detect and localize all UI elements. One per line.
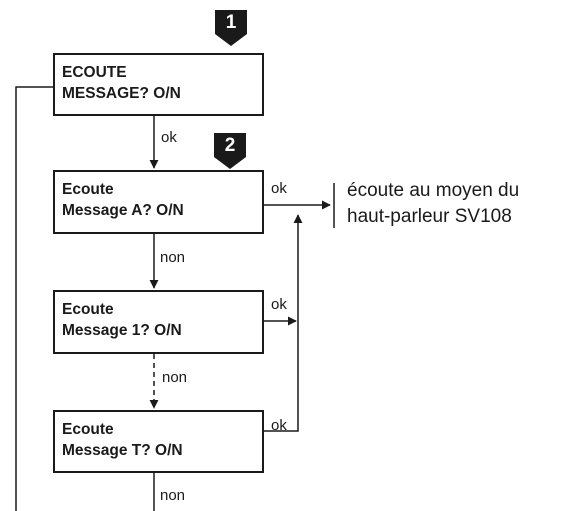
box-message-a: Ecoute Message A? O/N [53,170,264,234]
box-3-line2: Message 1? O/N [62,322,182,339]
box-4-line1: Ecoute [62,421,114,438]
result-line2: haut-parleur SV108 [347,206,512,227]
box-ecoute-message: ECOUTE MESSAGE? O/N [53,53,264,116]
box-4-line2: Message T? O/N [62,442,183,459]
box-1-line2: MESSAGE? O/N [62,85,181,102]
box-3-line1: Ecoute [62,301,114,318]
label-ok-4: ok [271,417,287,434]
box-message-t: Ecoute Message T? O/N [53,410,264,473]
label-ok-1: ok [161,129,177,146]
box-message-1: Ecoute Message 1? O/N [53,290,264,354]
result-text: écoute au moyen du haut-parleur SV108 [347,178,519,230]
step-badge-2-number: 2 [224,135,236,156]
box-1-line1: ECOUTE [62,64,127,81]
step-badge-2: 2 [214,133,246,169]
step-badge-1-number: 1 [225,12,237,33]
label-non-3: non [160,487,186,504]
arrow-box4-ok-up [263,214,303,432]
label-non-1: non [160,249,186,266]
box-2-line1: Ecoute [62,181,114,198]
label-non-2: non [162,369,188,386]
step-badge-1: 1 [215,10,247,46]
box-2-line2: Message A? O/N [62,202,184,219]
label-ok-2: ok [271,180,287,197]
label-ok-3: ok [271,296,287,313]
return-loop-line [15,86,53,511]
result-line1: écoute au moyen du [347,180,520,201]
